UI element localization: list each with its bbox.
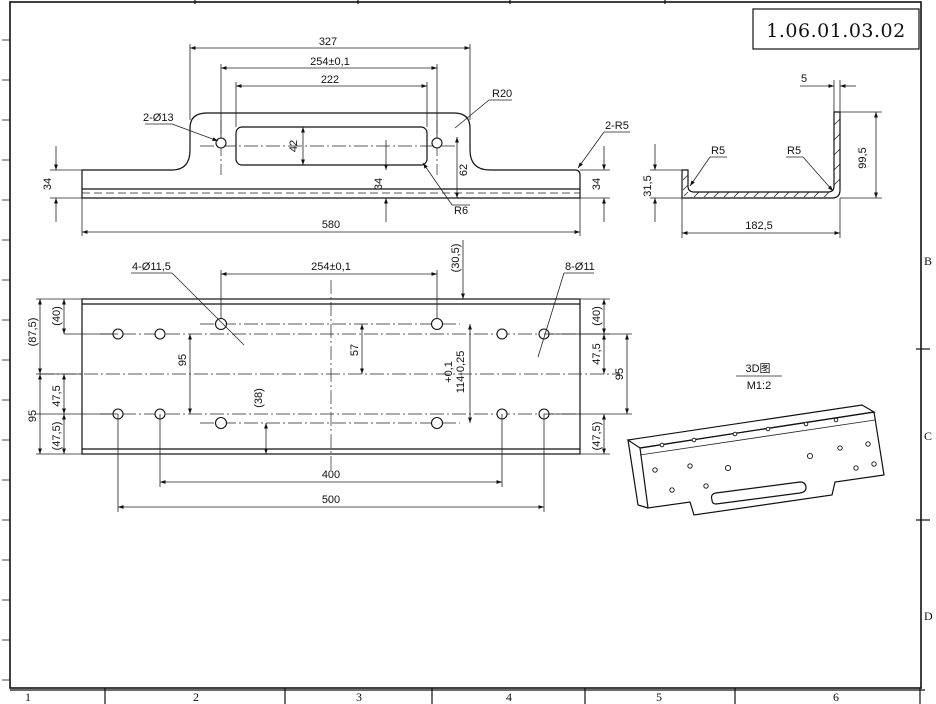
dim-57: 57 [349, 344, 361, 356]
dim-87-5-ref: (87,5) [27, 318, 39, 347]
dim-40-left-ref: (40) [51, 306, 63, 326]
dim-42: 42 [288, 140, 300, 152]
label-2-r5: 2-R5 [605, 120, 629, 132]
dim-99-5: 99,5 [857, 147, 869, 168]
zone-number-5: 5 [656, 690, 662, 704]
zone-number-2: 2 [193, 690, 199, 704]
dim-114: 114-0,25 [455, 351, 467, 394]
dim-95-left: 95 [27, 410, 39, 422]
zone-number-4: 4 [506, 690, 512, 704]
dim-254-slot: 254±0,1 [310, 56, 350, 68]
dim-95-inner: 95 [177, 354, 189, 366]
dim-47-5-right: 47,5 [591, 343, 603, 364]
dim-5: 5 [801, 73, 807, 85]
dim-254-holes: 254±0,1 [311, 261, 351, 273]
iso-label: 3D图 [745, 362, 770, 375]
dim-30-5-ref: (30,5) [450, 244, 462, 273]
side-view: 5 99,5 31,5 R5 R5 182,5 [642, 73, 882, 238]
zone-number-1: 1 [25, 690, 31, 704]
zone-letter-b: B [924, 254, 932, 268]
dim-38-ref: (38) [253, 388, 265, 408]
zone-labels: 1 2 3 4 5 6 B C D [25, 254, 933, 704]
title-block: 1.06.01.03.02 [752, 8, 920, 50]
drawing-number: 1.06.01.03.02 [766, 20, 905, 42]
dim-47-5-right-ref: (47,5) [591, 422, 603, 451]
dim-327: 327 [319, 36, 337, 48]
dim-400: 400 [322, 469, 340, 481]
dim-tol-plus: +0,1 [443, 361, 455, 383]
dim-47-5-left-ref: (47,5) [51, 422, 63, 451]
zone-letter-c: C [924, 429, 932, 443]
zone-letter-d: D [924, 609, 933, 623]
label-r5-left: R5 [711, 145, 725, 157]
dim-47-5-left: 47,5 [51, 385, 63, 406]
dim-31-5: 31,5 [642, 175, 654, 196]
plan-holes [112, 317, 550, 430]
zone-number-6: 6 [833, 690, 839, 704]
label-8-dia11: 8-Ø11 [565, 261, 595, 273]
dim-95-right: 95 [614, 368, 626, 380]
label-2-dia13: 2-Ø13 [143, 112, 174, 124]
dim-500: 500 [322, 494, 340, 506]
label-4-dia11-5: 4-Ø11,5 [132, 261, 171, 273]
iso-scale: M1:2 [747, 380, 771, 392]
label-r6: R6 [454, 205, 468, 217]
dim-62: 62 [458, 164, 470, 176]
label-r5-right: R5 [787, 145, 801, 157]
plan-view: 4-Ø11,5 254±0,1 (30,5) 8-Ø11 (87,5) (40)… [27, 240, 632, 512]
dim-34-right: 34 [591, 178, 603, 190]
iso-part [626, 404, 885, 516]
dim-222: 222 [321, 74, 339, 86]
dim-34-left: 34 [42, 178, 54, 190]
label-r20: R20 [492, 88, 512, 100]
iso-view: 3D图 M1:2 [626, 362, 885, 516]
zone-number-3: 3 [356, 690, 362, 704]
top-view: 327 254±0,1 222 R20 2-Ø13 2-R5 42 62 3 [42, 36, 630, 236]
dim-40-right-ref: (40) [591, 306, 603, 326]
dim-182-5: 182,5 [745, 220, 773, 232]
dim-580: 580 [322, 219, 340, 231]
dim-34-mid: 34 [373, 178, 385, 190]
